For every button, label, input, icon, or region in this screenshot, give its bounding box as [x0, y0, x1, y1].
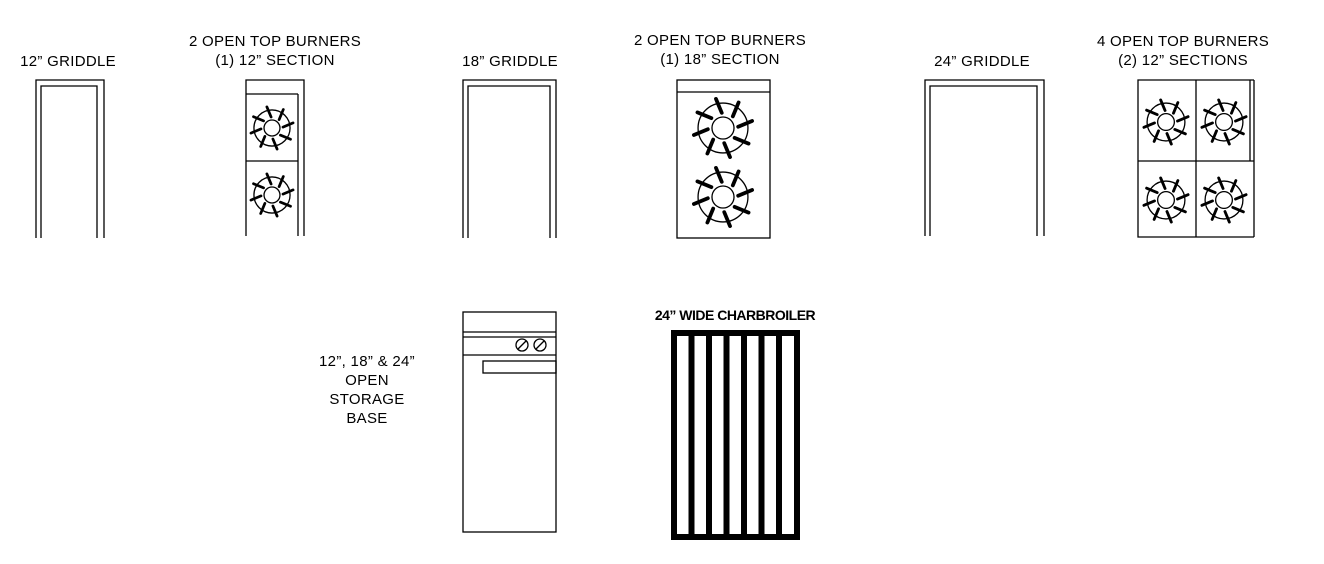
burner-grate-icon: [692, 97, 754, 159]
label-18-griddle: 18” GRIDDLE: [462, 53, 558, 70]
griddle-18-drawing: [462, 79, 557, 238]
burners-2-18-drawing: [676, 79, 771, 239]
burner-grate-icon: [249, 172, 295, 218]
griddle-12-drawing: [35, 79, 105, 238]
burner-grate-icon: [249, 105, 295, 151]
label-storage-base: 12”, 18” & 24” OPEN STORAGE BASE: [319, 353, 415, 427]
label-charbroiler: 24” WIDE CHARBROILER: [654, 307, 816, 323]
griddle-24-drawing: [924, 79, 1045, 236]
burner-grate-icon: [1200, 176, 1248, 224]
burners-2-12-drawing: [245, 79, 305, 236]
burner-grate-icon: [692, 166, 754, 228]
burner-grate-icon: [1142, 176, 1190, 224]
burner-grate-icon: [1200, 98, 1248, 146]
charbroiler-drawing: [671, 330, 800, 540]
storage-base-drawing: [462, 311, 557, 533]
label-12-griddle: 12” GRIDDLE: [20, 53, 116, 70]
burners-4-12-drawing: [1137, 79, 1255, 238]
label-2-burners-18: 2 OPEN TOP BURNERS (1) 18” SECTION: [633, 32, 807, 68]
label-4-burners-12: 4 OPEN TOP BURNERS (2) 12” SECTIONS: [1096, 33, 1270, 69]
burner-grate-icon: [1142, 98, 1190, 146]
label-2-burners-12: 2 OPEN TOP BURNERS (1) 12” SECTION: [188, 33, 362, 69]
label-24-griddle: 24” GRIDDLE: [934, 53, 1030, 70]
